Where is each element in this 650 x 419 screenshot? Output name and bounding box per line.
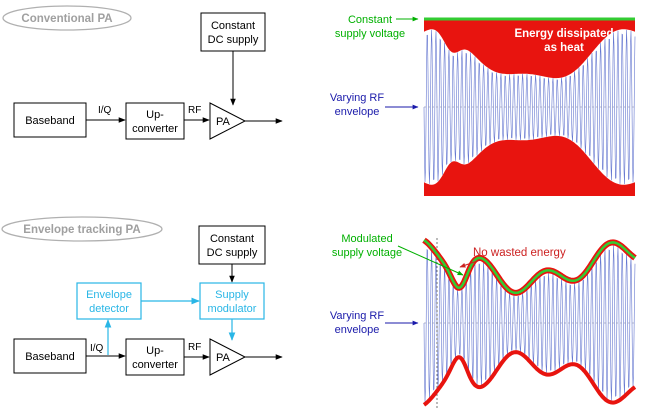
iq-label: I/Q (98, 105, 112, 116)
pa-label: PA (216, 116, 231, 128)
carrier-trace (423, 244, 636, 403)
envelope-detector-line2: detector (89, 303, 129, 315)
et-title: Envelope tracking PA (23, 224, 140, 236)
no-waste-pointer (459, 259, 481, 268)
upconverter-line2: converter (132, 123, 178, 135)
carrier-trace (423, 29, 636, 185)
et-pa-amplifier-triangle (209, 338, 247, 376)
et-constant-dc-line1: Constant (210, 233, 254, 245)
et-constant-dc-supply-block (198, 225, 266, 265)
envelope-detector-line1: Envelope (86, 289, 132, 301)
et-waveform-chart: Modulated supply voltage No wasted energ… (330, 233, 637, 410)
constant-dc-supply-block (200, 12, 266, 52)
heat-label-line2: as heat (544, 42, 584, 54)
constant-supply-label-line1: Constant (348, 14, 392, 26)
et-rf-carrier-wave (423, 244, 636, 403)
et-upconverter-line1: Up- (146, 345, 164, 357)
et-lower-envelope-curve (422, 350, 637, 407)
modulated-supply-label-line2: supply voltage (332, 247, 402, 259)
modulated-supply-label-line1: Modulated (341, 233, 392, 245)
no-waste-label: No wasted energy (473, 247, 566, 259)
et-upconverter-block (125, 338, 185, 376)
pa-amplifier-triangle (209, 102, 247, 140)
modulated-supply-curve (423, 239, 636, 295)
conventional-waveform-chart: Constant supply voltage Energy dissipate… (330, 14, 636, 196)
heat-label-line1: Energy dissipated (514, 28, 613, 40)
varying-envelope-label-line1: Varying RF (330, 92, 384, 104)
conventional-pa-section: Conventional PA Constant DC supply Baseb… (2, 5, 283, 140)
et-constant-dc-line2: DC supply (207, 247, 258, 259)
et-baseband-label: Baseband (25, 351, 75, 363)
supply-modulator-line2: modulator (208, 303, 257, 315)
rf-carrier-wave (423, 29, 636, 185)
et-pa-label: PA (216, 352, 231, 364)
supply-modulator-line1: Supply (215, 289, 249, 301)
rf-label: RF (188, 105, 201, 116)
constant-dc-line1: Constant (211, 20, 255, 32)
et-iq-label: I/Q (90, 343, 104, 354)
conventional-title-bubble (2, 5, 132, 31)
baseband-block (13, 102, 87, 138)
supply-modulator-block (199, 282, 265, 320)
varying-envelope-label-line2: envelope (335, 106, 380, 118)
conventional-title: Conventional PA (21, 13, 112, 25)
modulated-supply-pointer (397, 245, 464, 276)
baseband-label: Baseband (25, 115, 75, 127)
et-rf-label: RF (188, 342, 201, 353)
et-title-bubble (1, 216, 163, 242)
et-baseband-block (13, 338, 87, 374)
envelope-tracking-section: Envelope tracking PA Constant DC supply … (1, 216, 283, 376)
et-varying-envelope-label-line1: Varying RF (330, 310, 384, 322)
et-upconverter-line2: converter (132, 359, 178, 371)
upconverter-line1: Up- (146, 109, 164, 121)
constant-dc-line2: DC supply (208, 34, 259, 46)
constant-supply-label-line2: supply voltage (335, 28, 405, 40)
et-varying-envelope-label-line2: envelope (335, 324, 380, 336)
envelope-detector-block (76, 282, 142, 320)
upconverter-block (125, 102, 185, 140)
